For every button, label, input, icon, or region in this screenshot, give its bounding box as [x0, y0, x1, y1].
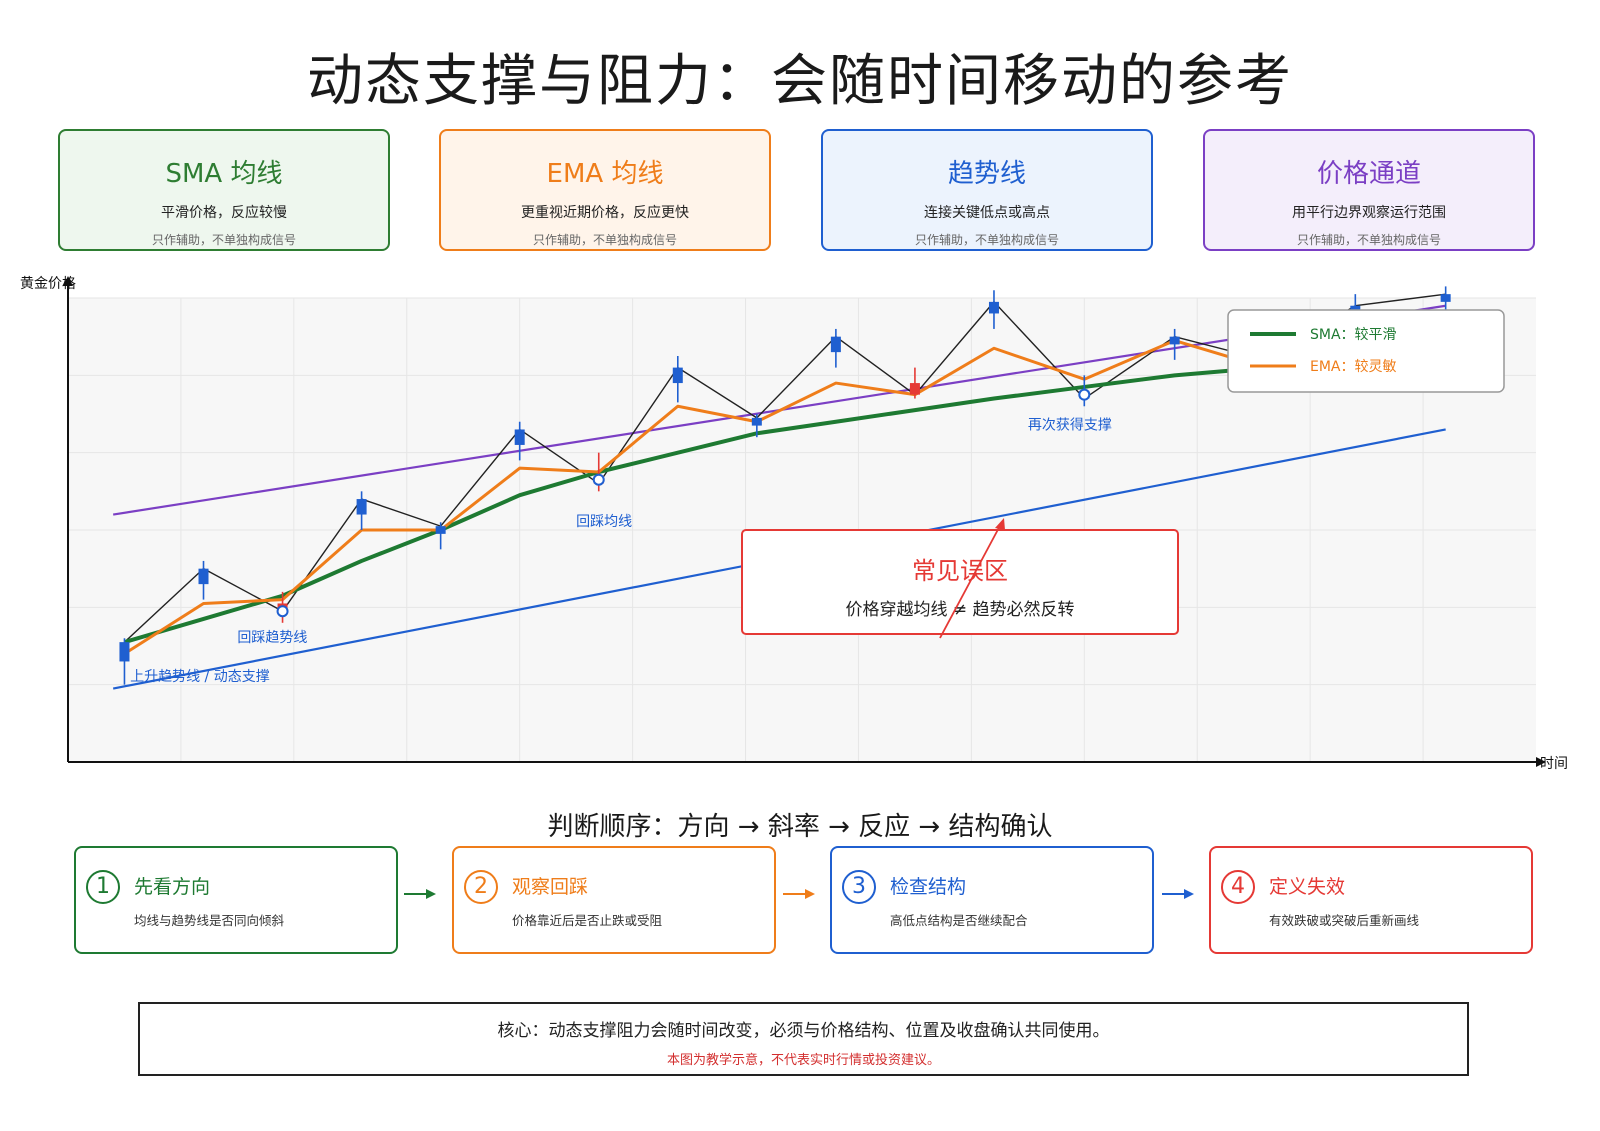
candle-body	[1440, 294, 1451, 302]
retest-marker	[592, 473, 605, 486]
chart-annotation: 再次获得支撑	[1028, 416, 1112, 433]
candle-body	[356, 499, 367, 515]
retest-marker	[1078, 388, 1091, 401]
candle-body	[198, 568, 209, 585]
arrow-right-icon	[404, 889, 436, 899]
chart-annotation: 上升趋势线 / 动态支撑	[130, 669, 270, 685]
chart-legend: SMA：较平滑 EMA：较灵敏	[1227, 309, 1505, 393]
candle-body	[1169, 336, 1180, 345]
card-title: EMA 均线	[546, 159, 664, 189]
chart-annotation: 回踩趋势线	[237, 630, 307, 646]
legend-label: SMA：较平滑	[1310, 326, 1397, 343]
y-axis-arrow-icon	[63, 276, 73, 286]
candle-body	[435, 526, 446, 534]
step-desc: 有效跌破或突破后重新画线	[1269, 913, 1420, 928]
candle-body	[751, 417, 762, 426]
card-title: 趋势线	[947, 159, 1026, 189]
candle-body	[514, 429, 525, 445]
footer-note: 本图为教学示意，不代表实时行情或投资建议。	[666, 1053, 940, 1068]
chart-annotation: 回踩均线	[576, 514, 632, 530]
x-axis-arrow-icon	[1536, 757, 1546, 767]
card-note: 只作辅助，不单独构成信号	[532, 233, 677, 247]
arrow-right-icon	[783, 889, 815, 899]
step-title: 检查结构	[890, 876, 967, 898]
card-title: 价格通道	[1316, 159, 1421, 189]
footer-box: 核心：动态支撑阻力会随时间改变，必须与价格结构、位置及收盘确认共同使用。 本图为…	[138, 1002, 1469, 1076]
arrow-right-icon	[1162, 889, 1194, 899]
callout-text: 价格穿越均线 ≠ 趋势必然反转	[845, 600, 1074, 620]
candle-body	[830, 336, 841, 353]
flow-title: 判断顺序：方向 → 斜率 → 反应 → 结构确认	[547, 812, 1053, 842]
step-structure: 3 检查结构 高低点结构是否继续配合	[830, 846, 1154, 954]
card-desc: 用平行边界观察运行范围	[1292, 205, 1446, 221]
card-trendline: 趋势线 连接关键低点或高点 只作辅助，不单独构成信号	[821, 129, 1153, 251]
card-note: 只作辅助，不单独构成信号	[914, 233, 1059, 247]
card-title: SMA 均线	[165, 159, 283, 189]
step-desc: 高低点结构是否继续配合	[890, 913, 1028, 928]
step-title: 观察回踩	[512, 876, 589, 898]
legend-label: EMA：较灵敏	[1310, 359, 1397, 375]
retest-marker	[276, 605, 289, 618]
step-invalidation: 4 定义失效 有效跌破或突破后重新画线	[1209, 846, 1533, 954]
candle-body	[672, 367, 683, 384]
card-desc: 平滑价格，反应较慢	[161, 205, 287, 221]
card-channel: 价格通道 用平行边界观察运行范围 只作辅助，不单独构成信号	[1203, 129, 1535, 251]
step-retest: 2 观察回踩 价格靠近后是否止跌或受阻	[452, 846, 776, 954]
candle-body	[988, 301, 999, 314]
candle-body	[909, 383, 920, 395]
step-desc: 价格靠近后是否止跌或受阻	[512, 913, 663, 928]
legend-box	[1227, 309, 1505, 393]
x-axis-label: 时间	[1540, 756, 1568, 770]
step-desc: 均线与趋势线是否同向倾斜	[134, 913, 285, 928]
footer-main: 核心：动态支撑阻力会随时间改变，必须与价格结构、位置及收盘确认共同使用。	[497, 1021, 1110, 1041]
card-note: 只作辅助，不单独构成信号	[1296, 233, 1441, 247]
callout-arrow-icon	[995, 518, 1005, 530]
step-title: 定义失效	[1269, 876, 1346, 898]
callout-title: 常见误区	[912, 557, 1008, 585]
step-number: 3	[842, 870, 876, 904]
card-ema: EMA 均线 更重视近期价格，反应更快 只作辅助，不单独构成信号	[439, 129, 771, 251]
card-note: 只作辅助，不单独构成信号	[151, 233, 296, 247]
card-sma: SMA 均线 平滑价格，反应较慢 只作辅助，不单独构成信号	[58, 129, 390, 251]
card-desc: 更重视近期价格，反应更快	[521, 205, 689, 221]
callout-pointer	[939, 521, 1003, 639]
step-number: 1	[86, 870, 120, 904]
page-title: 动态支撑与阻力：会随时间移动的参考	[307, 49, 1293, 114]
card-desc: 连接关键低点或高点	[924, 205, 1050, 221]
step-number: 4	[1221, 870, 1255, 904]
step-direction: 1 先看方向 均线与趋势线是否同向倾斜	[74, 846, 398, 954]
misconception-callout	[741, 529, 1179, 635]
step-title: 先看方向	[134, 876, 211, 898]
candle-body	[119, 642, 130, 662]
y-axis-label: 黄金价格	[20, 275, 76, 292]
step-number: 2	[464, 870, 498, 904]
